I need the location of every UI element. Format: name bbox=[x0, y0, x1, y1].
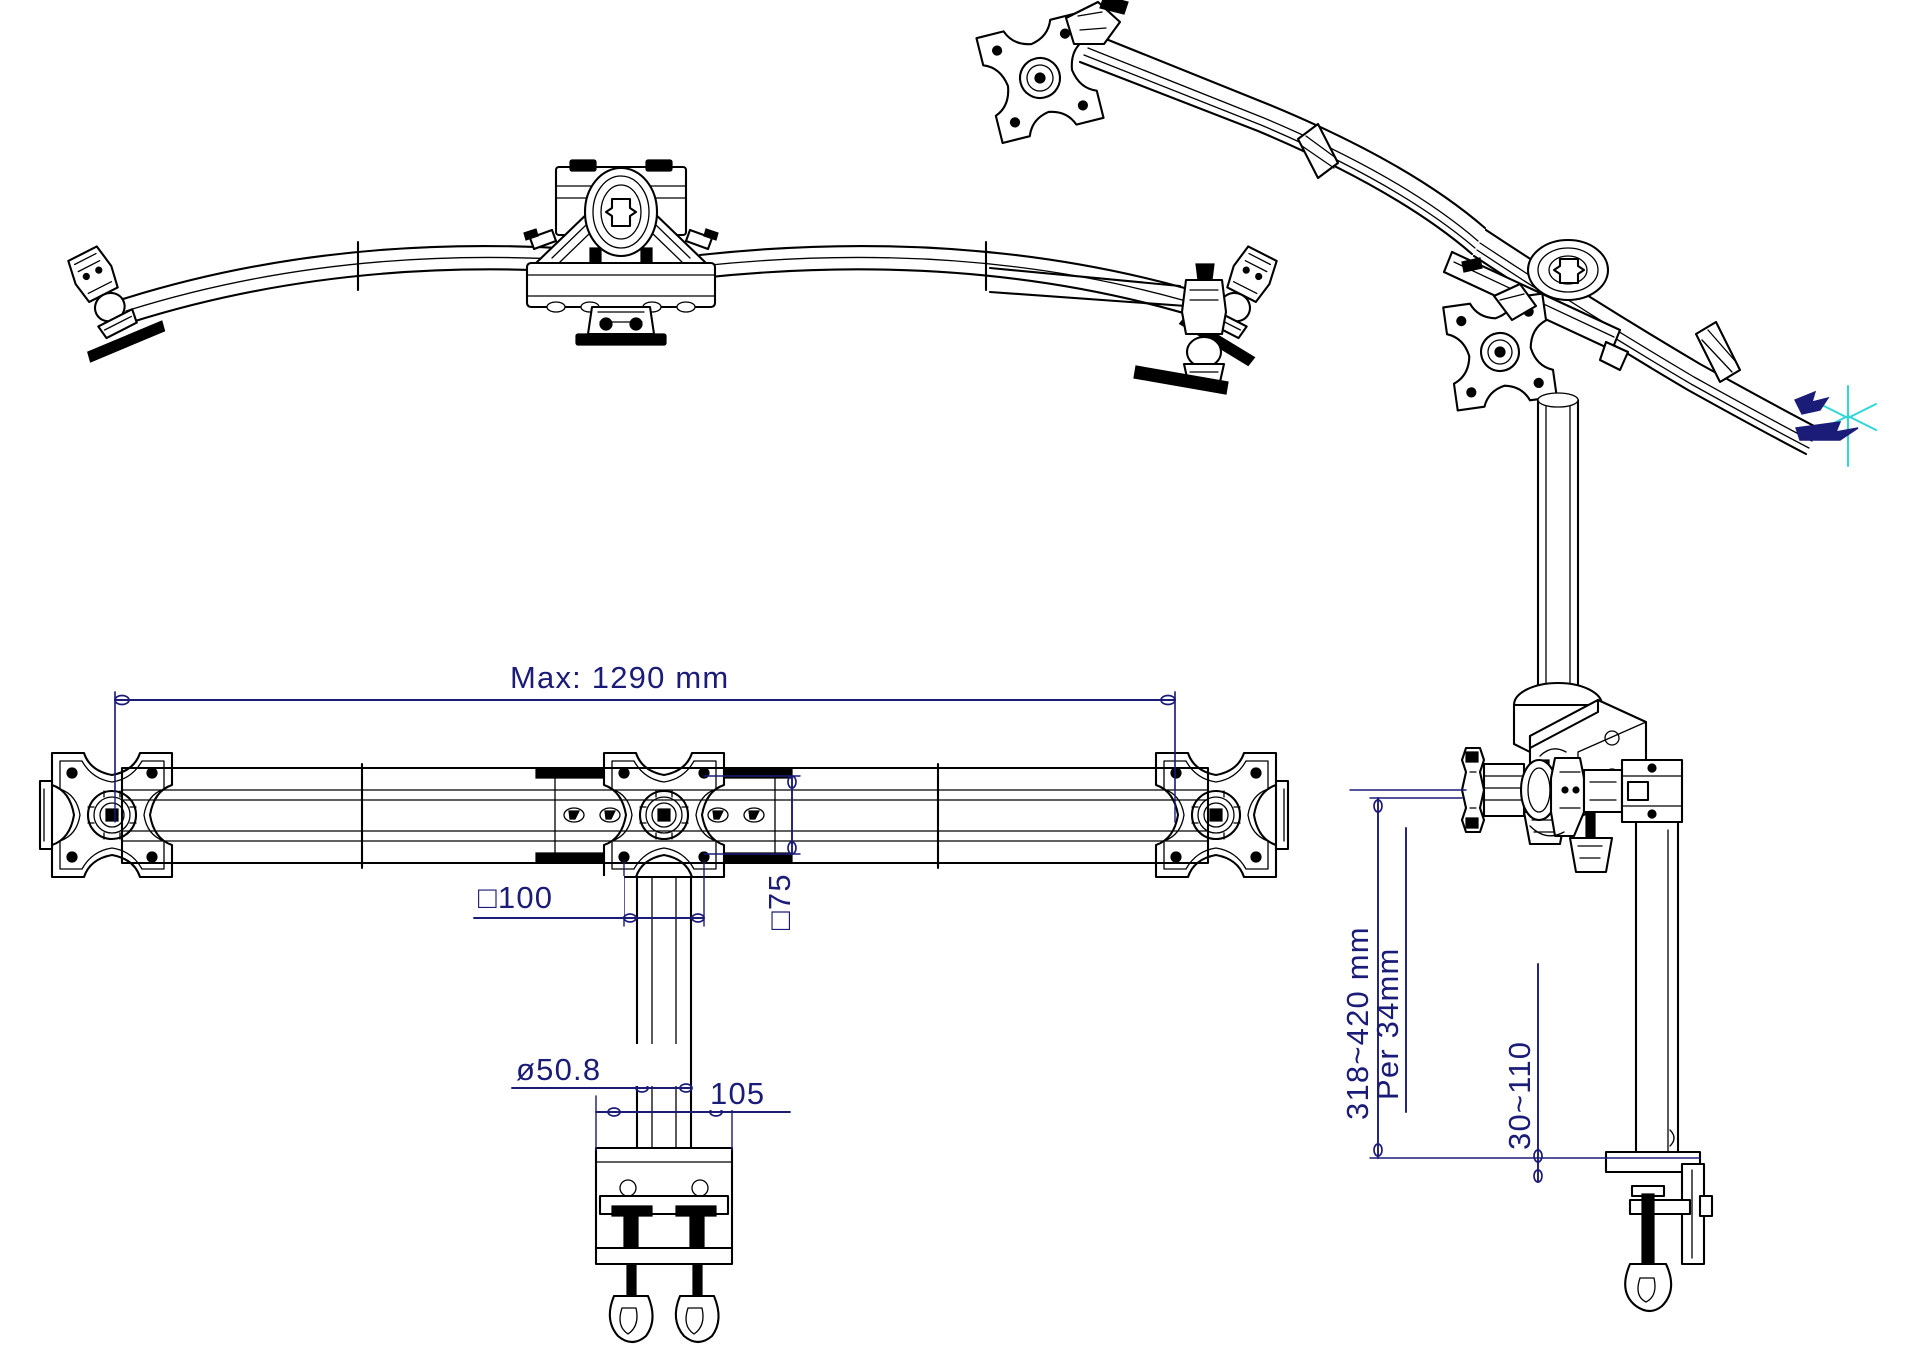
view-front bbox=[38, 751, 1290, 1344]
front-vesa-plate-left bbox=[38, 751, 174, 879]
front-desk-clamp bbox=[594, 1146, 734, 1344]
side-knuckle-cluster bbox=[1482, 748, 1684, 838]
iso-knuckle-left bbox=[1064, 0, 1129, 46]
side-vesa-plate bbox=[1460, 746, 1486, 834]
dimension-clamp-width: 105 bbox=[595, 1070, 802, 1151]
dimension-label-clamp-thickness: 30~110 bbox=[1502, 1041, 1537, 1150]
view-side bbox=[1460, 746, 1714, 1313]
front-clamp-screw-right bbox=[674, 1263, 720, 1344]
iso-center-hub bbox=[1442, 238, 1630, 412]
front-clamp-screw-left bbox=[608, 1263, 654, 1344]
dimension-label-vesa-vertical: □75 bbox=[762, 873, 797, 930]
dimension-label-clamp-width: 105 bbox=[710, 1076, 765, 1111]
dimension-label-height-range: 318~420 mm bbox=[1340, 926, 1375, 1120]
dimension-label-vesa-horizontal: □100 bbox=[478, 880, 553, 915]
view-top bbox=[44, 159, 1300, 369]
dimension-height-increment: Per 34mm bbox=[1370, 827, 1407, 1113]
axis-marker-icon bbox=[1794, 385, 1877, 467]
top-center-hub bbox=[523, 159, 719, 346]
iso-detached-knuckle bbox=[988, 263, 1229, 395]
top-left-end bbox=[44, 234, 168, 369]
front-view-centerlines bbox=[114, 691, 1176, 823]
dimension-label-overall-width: Max: 1290 mm bbox=[510, 660, 729, 695]
front-vesa-plate-right bbox=[1154, 751, 1290, 879]
dimension-label-pole-diameter: ø50.8 bbox=[516, 1052, 601, 1087]
front-rail-fixings bbox=[554, 773, 776, 857]
dimension-label-height-increment: Per 34mm bbox=[1370, 947, 1405, 1100]
dimension-clamp-thickness: 30~110 bbox=[1502, 963, 1543, 1183]
iso-vesa-plate-left bbox=[975, 11, 1105, 145]
dimension-vesa-horizontal: □100 bbox=[473, 861, 705, 927]
iso-vesa-plate-center bbox=[1442, 292, 1558, 412]
dimension-pole-diameter: ø50.8 bbox=[511, 1044, 693, 1093]
view-isometric bbox=[975, 0, 1877, 874]
side-desk-clamp bbox=[1604, 1150, 1714, 1313]
dimension-vesa-vertical: □75 bbox=[703, 775, 801, 930]
